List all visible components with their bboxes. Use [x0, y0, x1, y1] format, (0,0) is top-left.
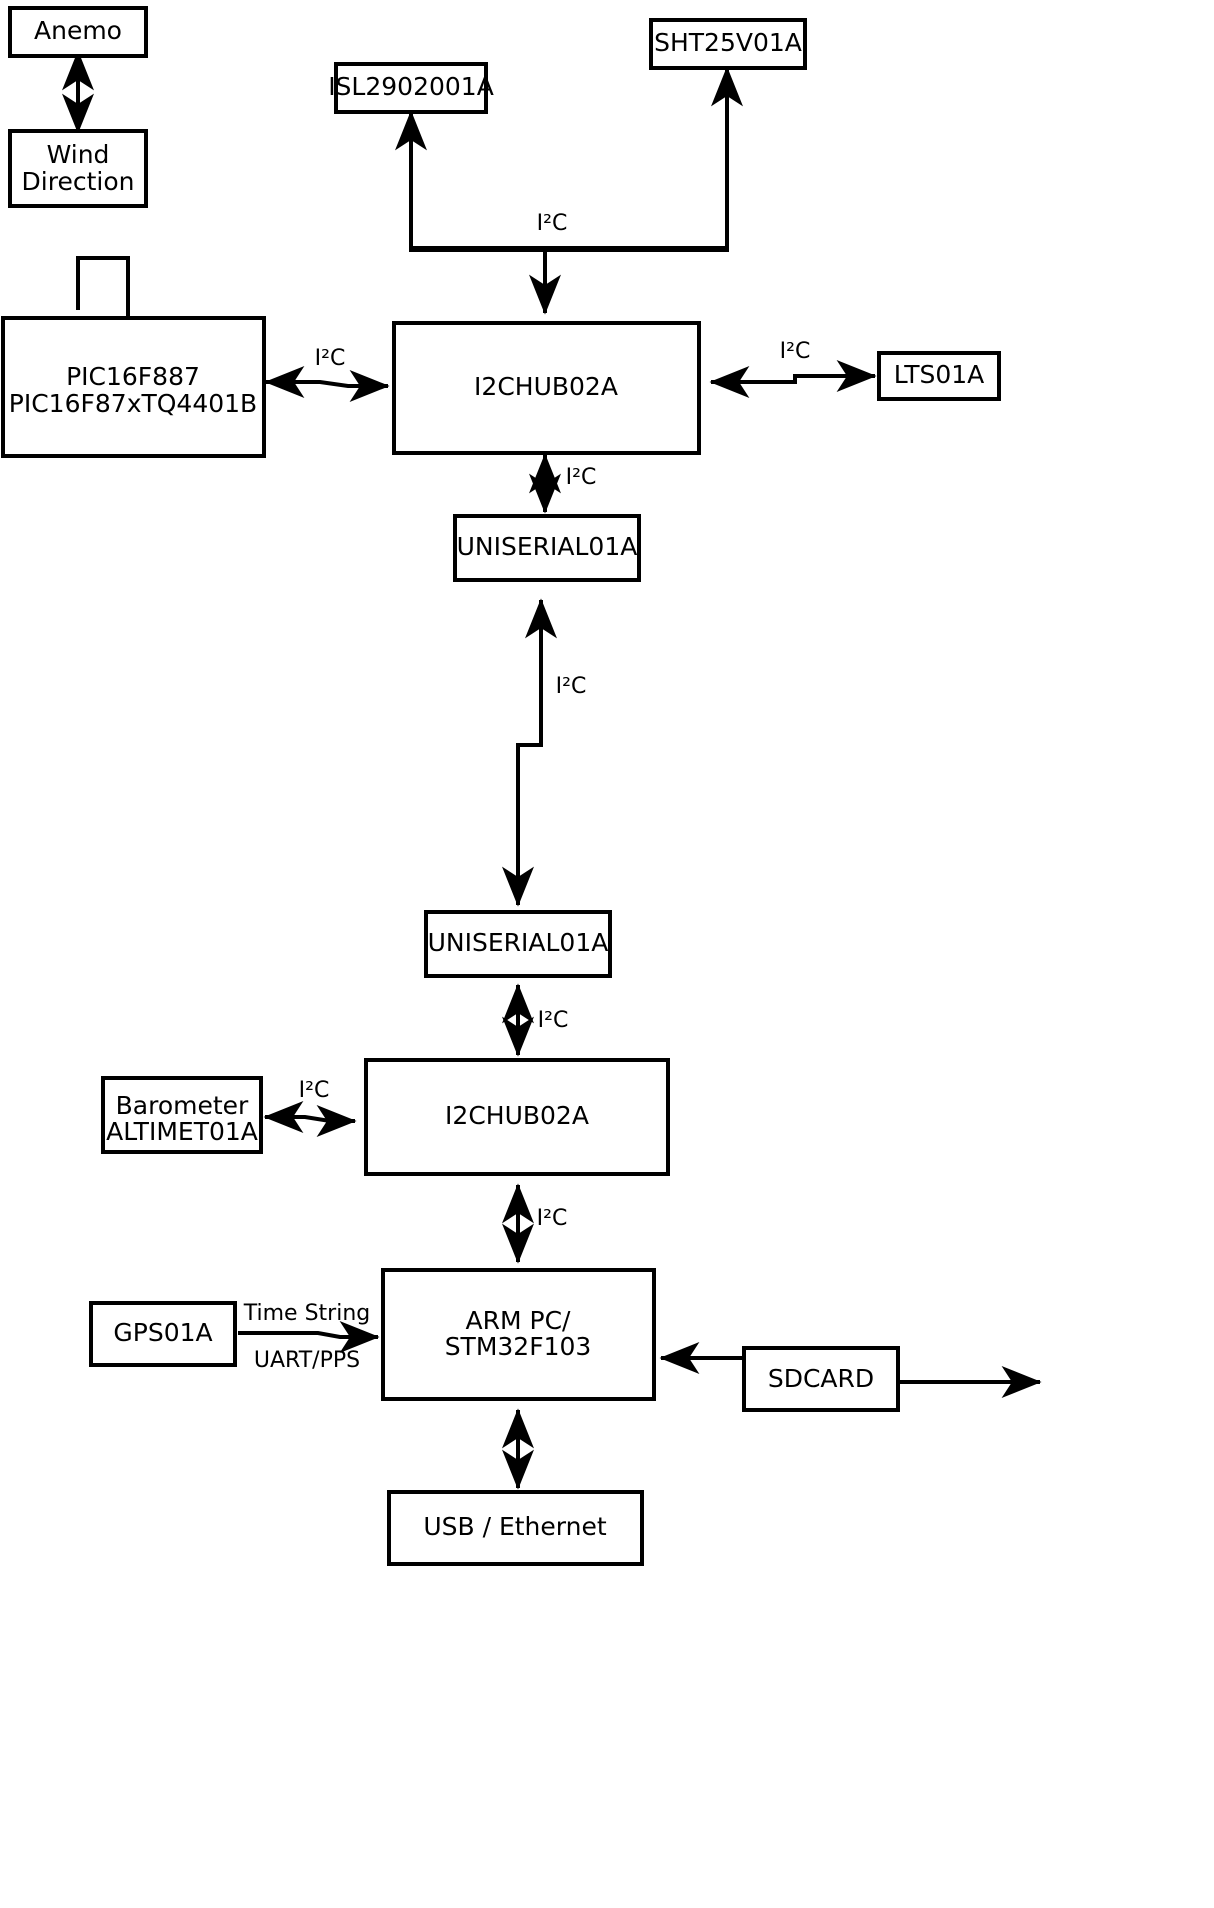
edge-uniserial-uniserial-path [502, 598, 558, 907]
node-lts01a-rect[interactable] [877, 351, 1001, 401]
node-barometer-label-line2: ALTIMET01A [106, 1117, 258, 1146]
edge-label-pic-hub: I²C [315, 346, 346, 371]
node-anemo-rect[interactable] [8, 6, 148, 58]
edge-label-gps-arm-top: Time String [243, 1301, 371, 1326]
node-i2chub02a-top-rect[interactable] [392, 321, 701, 455]
node-wind-direction-label-line1: Wind [47, 140, 110, 169]
edge-pic-hub: I²C [264, 346, 390, 403]
edge-pic-wind [76, 256, 144, 374]
edge-hub-isl: I²C [395, 110, 727, 250]
node-barometer-altimet01a[interactable]: Barometer ALTIMET01A [101, 1076, 263, 1154]
node-uniserial01a-top-rect[interactable] [453, 514, 641, 582]
node-arm-pc-rect[interactable] [381, 1268, 656, 1401]
node-uniserial01a-bottom[interactable]: UNISERIAL01A [424, 910, 612, 978]
edge-uniserial-hub-bottom: I²C [501, 983, 569, 1057]
node-isl2902001a-label: ISL2902001A [328, 72, 494, 101]
node-wind-direction-rect[interactable] [8, 129, 148, 208]
edge-pic-hub-path [264, 366, 390, 403]
node-uniserial01a-bottom-label: UNISERIAL01A [428, 928, 609, 957]
node-lts01a-label: LTS01A [894, 360, 985, 389]
node-uniserial01a-top-label: UNISERIAL01A [457, 532, 638, 561]
node-gps01a[interactable]: GPS01A [89, 1301, 237, 1367]
edge-label-baro-hub: I²C [299, 1078, 330, 1103]
node-gps01a-rect[interactable] [89, 1301, 237, 1367]
node-i2chub02a-top[interactable]: I2CHUB02A [392, 321, 701, 455]
node-barometer-label-line1: Barometer [116, 1091, 249, 1120]
edge-hub-uniserial-top: I²C [528, 453, 597, 514]
edge-label-hub-lts: I²C [780, 339, 811, 364]
node-uniserial01a-top[interactable]: UNISERIAL01A [453, 514, 641, 582]
node-i2chub02a-bottom-label: I2CHUB02A [445, 1101, 589, 1130]
node-pic16f887-label-line1: PIC16F887 [66, 362, 200, 391]
node-sht25v01a-rect[interactable] [649, 18, 807, 70]
node-sdcard-rect[interactable] [742, 1346, 900, 1412]
edge-label-uniserial-hub: I²C [538, 1008, 569, 1033]
edge-gps-arm: Time String UART/PPS [238, 1301, 380, 1373]
node-wind-direction[interactable]: Wind Direction [8, 129, 148, 208]
edge-uniserial-uniserial: I²C [502, 598, 587, 907]
node-sht25v01a[interactable]: SHT25V01A [649, 18, 807, 70]
node-sdcard-label: SDCARD [768, 1364, 874, 1393]
edge-label-hub-uniserial: I²C [566, 465, 597, 490]
node-arm-pc-label-line2: STM32F103 [445, 1332, 592, 1361]
edge-hub-isl-path [395, 110, 727, 250]
node-usb-ethernet-label: USB / Ethernet [423, 1512, 607, 1541]
edge-label-hub-arm: I²C [537, 1206, 568, 1231]
node-isl2902001a[interactable]: ISL2902001A [328, 62, 494, 114]
edge-hub-lts: I²C [709, 339, 877, 399]
node-sht25v01a-label: SHT25V01A [654, 28, 802, 57]
node-barometer-altimet01a-rect[interactable] [101, 1076, 263, 1154]
node-usb-ethernet-rect[interactable] [387, 1490, 644, 1566]
node-i2chub02a-top-label: I2CHUB02A [474, 372, 618, 401]
edge-baro-hub-bottom-path [263, 1101, 357, 1138]
node-pic16f887[interactable]: PIC16F887 PIC16F87xTQ4401B [1, 316, 266, 458]
node-anemo-label: Anemo [34, 16, 122, 45]
edge-label-gps-arm-bottom: UART/PPS [254, 1348, 360, 1373]
node-wind-direction-label-line2: Direction [22, 167, 135, 196]
edge-rail-hub-top [409, 248, 729, 315]
node-arm-pc-label-line1: ARM PC/ [466, 1306, 572, 1335]
edge-label-hub-isl: I²C [537, 211, 568, 236]
node-pic16f887-label-line2: PIC16F87xTQ4401B [9, 389, 257, 418]
node-i2chub02a-bottom-rect[interactable] [364, 1058, 670, 1176]
edge-label-uniserial-uniserial: I²C [556, 674, 587, 699]
node-lts01a[interactable]: LTS01A [877, 351, 1001, 401]
edge-hub-bottom-arm: I²C [501, 1183, 568, 1264]
edge-pic-wind-path [76, 256, 144, 374]
node-arm-pc[interactable]: ARM PC/ STM32F103 [381, 1268, 656, 1401]
node-uniserial01a-bottom-rect[interactable] [424, 910, 612, 978]
edge-hub-lts-path [709, 360, 877, 399]
node-sdcard[interactable]: SDCARD [742, 1346, 900, 1412]
edge-baro-hub-bottom: I²C [263, 1078, 357, 1138]
edge-gps-arm-path [238, 1321, 380, 1354]
node-anemo[interactable]: Anemo [8, 6, 148, 58]
node-i2chub02a-bottom[interactable]: I2CHUB02A [364, 1058, 670, 1176]
node-usb-ethernet[interactable]: USB / Ethernet [387, 1490, 644, 1566]
node-gps01a-label: GPS01A [113, 1318, 212, 1347]
node-isl2902001a-rect[interactable] [334, 62, 488, 114]
node-pic16f887-rect[interactable] [1, 316, 266, 458]
